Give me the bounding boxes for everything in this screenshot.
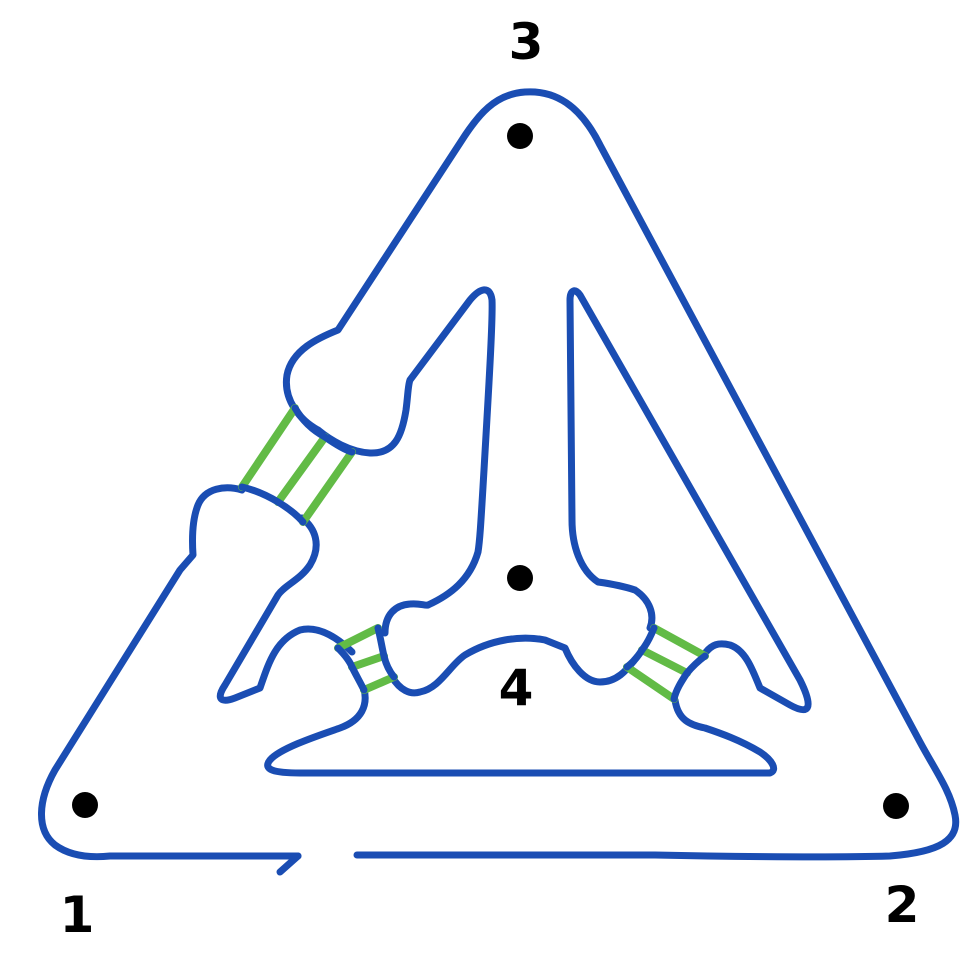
inner-bottom-left-path <box>264 685 778 777</box>
bridge-rung <box>299 448 356 526</box>
upper-left-bridge <box>238 404 356 526</box>
bridge-wall-left <box>623 624 658 671</box>
vertex-4-dot <box>507 565 533 591</box>
inner-center-lower-path <box>381 600 432 637</box>
bridge-rung <box>623 663 678 703</box>
vertex-label-4: 4 <box>498 659 534 717</box>
vertex-label-1: 1 <box>59 886 95 944</box>
bridge-rung <box>334 624 382 652</box>
inner-center-wave-path <box>388 634 641 697</box>
lower-left-bridge <box>334 624 398 694</box>
inner-right-spike-path <box>566 287 812 714</box>
bridge-rung <box>348 652 388 671</box>
vertex-2-dot <box>883 793 909 819</box>
bridge-rung <box>650 624 709 660</box>
vertex-3-dot <box>507 123 533 149</box>
bridge-wall-top <box>291 404 356 456</box>
bridge-rung <box>274 433 329 506</box>
bridge-rung <box>638 646 691 677</box>
vertex-1-dot <box>72 792 98 818</box>
bridge-wall-right <box>670 652 709 703</box>
bridge-wall-left <box>334 644 368 694</box>
vertex-label-3: 3 <box>508 13 544 71</box>
left-handle-bottom-path <box>216 514 356 704</box>
bridge-rung <box>238 404 299 491</box>
outer-left-lower-path <box>38 484 302 861</box>
upper-handle-top-path <box>314 286 496 609</box>
vertex-label-2: 2 <box>884 876 920 934</box>
outer-boundary-path <box>282 88 960 861</box>
boundary-arrow-head <box>276 852 302 876</box>
bridge-wall-bottom <box>238 483 307 526</box>
bridge-rung <box>360 673 398 694</box>
bridge-wall-right <box>374 624 398 681</box>
lower-right-bridge <box>623 624 709 703</box>
